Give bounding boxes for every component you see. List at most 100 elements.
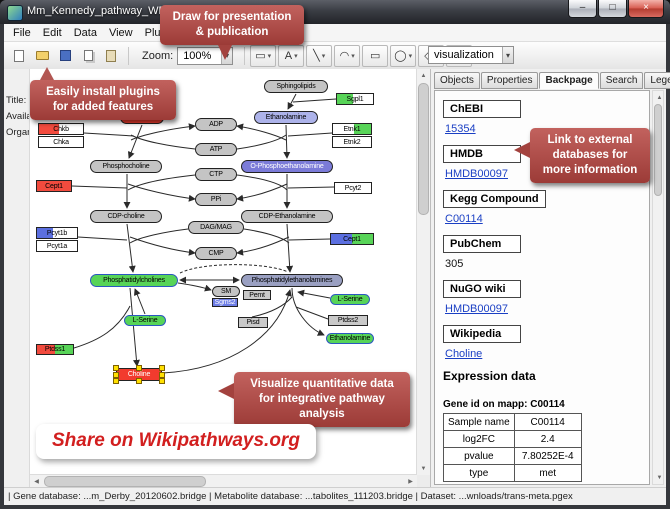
scroll-up-icon[interactable]: ▲ [656, 94, 663, 101]
node-pcyt1b[interactable]: Pcyt1b [36, 227, 78, 239]
node-ppi[interactable]: PPi [195, 193, 237, 206]
database-link[interactable]: C00114 [445, 213, 483, 225]
node-pemt[interactable]: Pemt [243, 290, 271, 300]
selection-handle[interactable] [113, 378, 119, 384]
copy-button[interactable] [77, 45, 99, 67]
chevron-down-icon[interactable]: ▾ [321, 52, 326, 60]
selection-handle[interactable] [113, 365, 119, 371]
close-button[interactable]: × [628, 0, 664, 18]
node-phosphatidylcholines[interactable]: Phosphatidylcholines [90, 274, 178, 287]
rectangle-tool-button[interactable]: ▭ [362, 44, 389, 67]
selection-handle[interactable] [159, 365, 165, 371]
new-file-icon [14, 49, 24, 62]
menu-data[interactable]: Data [73, 26, 97, 39]
sidebar-scrollbar[interactable]: ▲ ▼ [652, 90, 664, 485]
oval-tool-button[interactable]: ◯▾ [390, 44, 417, 67]
save-file-button[interactable] [54, 45, 76, 67]
node-cmp[interactable]: CMP [195, 247, 237, 260]
node-sgpl1[interactable]: Sgpl1 [336, 93, 374, 105]
node-ptdss2[interactable]: Ptdss2 [328, 315, 368, 326]
scroll-left-icon[interactable]: ◀ [34, 479, 39, 485]
new-file-button[interactable] [8, 45, 30, 67]
database-link[interactable]: HMDB00097 [445, 168, 508, 180]
node-phosphocholine[interactable]: Phosphocholine [90, 160, 162, 173]
node-cdp-choline[interactable]: CDP-choline [90, 210, 162, 223]
datanode-tool-button[interactable]: ▭▾ [250, 44, 277, 67]
sidebar-scroll-thumb[interactable] [654, 104, 662, 196]
node-chkb[interactable]: Chkb [38, 123, 84, 135]
node-phosphatidylethanolamines[interactable]: Phosphatidylethanolamines [241, 274, 343, 287]
database-link[interactable]: 15354 [445, 123, 476, 135]
database-link[interactable]: Choline [445, 348, 483, 360]
zoom-label: Zoom: [142, 49, 174, 62]
scroll-down-icon[interactable]: ▼ [420, 465, 427, 472]
maximize-button[interactable]: □ [598, 0, 627, 18]
node-pcyt1a[interactable]: Pcyt1a [36, 240, 78, 252]
open-file-button[interactable] [31, 45, 53, 67]
database-header: ChEBI [443, 100, 521, 118]
table-row-label: log2FC [443, 430, 515, 448]
node-adp[interactable]: ADP [195, 118, 237, 131]
paste-button[interactable] [100, 45, 122, 67]
selection-handle[interactable] [159, 371, 165, 378]
scroll-right-icon[interactable]: ▶ [408, 479, 413, 485]
node-l-serine-right[interactable]: L-Serine [330, 294, 370, 305]
line-tool-button[interactable]: ╲▾ [306, 44, 333, 67]
database-link[interactable]: HMDB00097 [445, 303, 508, 315]
datanode-tool-icon: ▭ [255, 50, 266, 62]
node-etnk2[interactable]: Etnk2 [332, 136, 372, 148]
label-tool-button[interactable]: A▾ [278, 44, 305, 67]
node-cept1-right[interactable]: Cept1 [330, 233, 374, 245]
callout-text: Easily install plugins for added feature… [46, 86, 160, 113]
table-row-value: C00114 [513, 413, 582, 431]
title-bar[interactable]: Mm_Kennedy_pathway_WP1771_45176.gp... – … [0, 0, 670, 24]
node-sphingolipids[interactable]: Sphingolipids [264, 80, 328, 93]
node-ethanolamine[interactable]: Ethanolamine [254, 111, 318, 124]
menu-view[interactable]: View [108, 26, 133, 39]
node-sgms2[interactable]: Sgms2 [212, 298, 238, 307]
chevron-down-icon[interactable]: ▾ [351, 52, 355, 60]
node-o-phosphoethanolamine[interactable]: O-Phosphoethanolamine [241, 160, 333, 173]
chevron-down-icon[interactable]: ▾ [267, 52, 272, 60]
node-sm[interactable]: SM [212, 286, 240, 297]
callout-install-plugins: Easily install plugins for added feature… [30, 67, 176, 120]
left-panel-label: Organis [6, 127, 29, 138]
menu-bar: FileEditDataViewPluginsHelp [4, 24, 666, 42]
tab-search[interactable]: Search [599, 72, 644, 89]
tab-legend[interactable]: Legend [644, 72, 670, 89]
node-chka[interactable]: Chka [38, 136, 84, 148]
node-ptdss1[interactable]: Ptdss1 [36, 344, 74, 355]
node-l-serine-left[interactable]: L-Serine [124, 315, 166, 326]
canvas-vertical-scrollbar[interactable]: ▲ ▼ [416, 69, 430, 475]
minimize-button[interactable]: – [568, 0, 597, 18]
selection-handle[interactable] [136, 378, 142, 384]
chevron-down-icon[interactable]: ▾ [501, 47, 513, 63]
node-etnk1[interactable]: Etnk1 [332, 123, 372, 135]
node-cdp-ethanolamine[interactable]: CDP-Ethanolamine [241, 210, 333, 223]
scroll-down-icon[interactable]: ▼ [656, 474, 663, 481]
tab-backpage[interactable]: Backpage [539, 72, 599, 89]
visualization-combobox[interactable]: visualization ▾ [428, 46, 514, 64]
canvas-horizontal-scrollbar[interactable]: ◀ ▶ [30, 474, 417, 488]
node-dag-mag[interactable]: DAG/MAG [188, 221, 244, 234]
scroll-up-icon[interactable]: ▲ [420, 72, 427, 79]
arc-tool-button[interactable]: ◠▾ [334, 44, 361, 67]
chevron-down-icon[interactable]: ▾ [294, 52, 298, 60]
horizontal-scroll-thumb[interactable] [44, 476, 206, 487]
node-pcyt2[interactable]: Pcyt2 [334, 182, 372, 194]
selection-handle[interactable] [113, 371, 119, 378]
table-row-value: 2.4 [513, 430, 582, 448]
tab-objects[interactable]: Objects [434, 72, 480, 89]
node-ctp[interactable]: CTP [195, 168, 237, 181]
node-atp[interactable]: ATP [195, 143, 237, 156]
selection-handle[interactable] [136, 365, 142, 371]
selection-handle[interactable] [159, 378, 165, 384]
menu-file[interactable]: File [13, 26, 31, 39]
node-cept1-left[interactable]: Cept1 [36, 180, 72, 192]
menu-edit[interactable]: Edit [42, 26, 62, 39]
node-pisd[interactable]: Pisd [238, 317, 268, 328]
chevron-down-icon[interactable]: ▾ [408, 52, 413, 60]
vertical-scroll-thumb[interactable] [418, 83, 429, 215]
node-ethanolamine-right[interactable]: Ethanolamine [326, 333, 374, 344]
tab-properties[interactable]: Properties [480, 72, 539, 89]
